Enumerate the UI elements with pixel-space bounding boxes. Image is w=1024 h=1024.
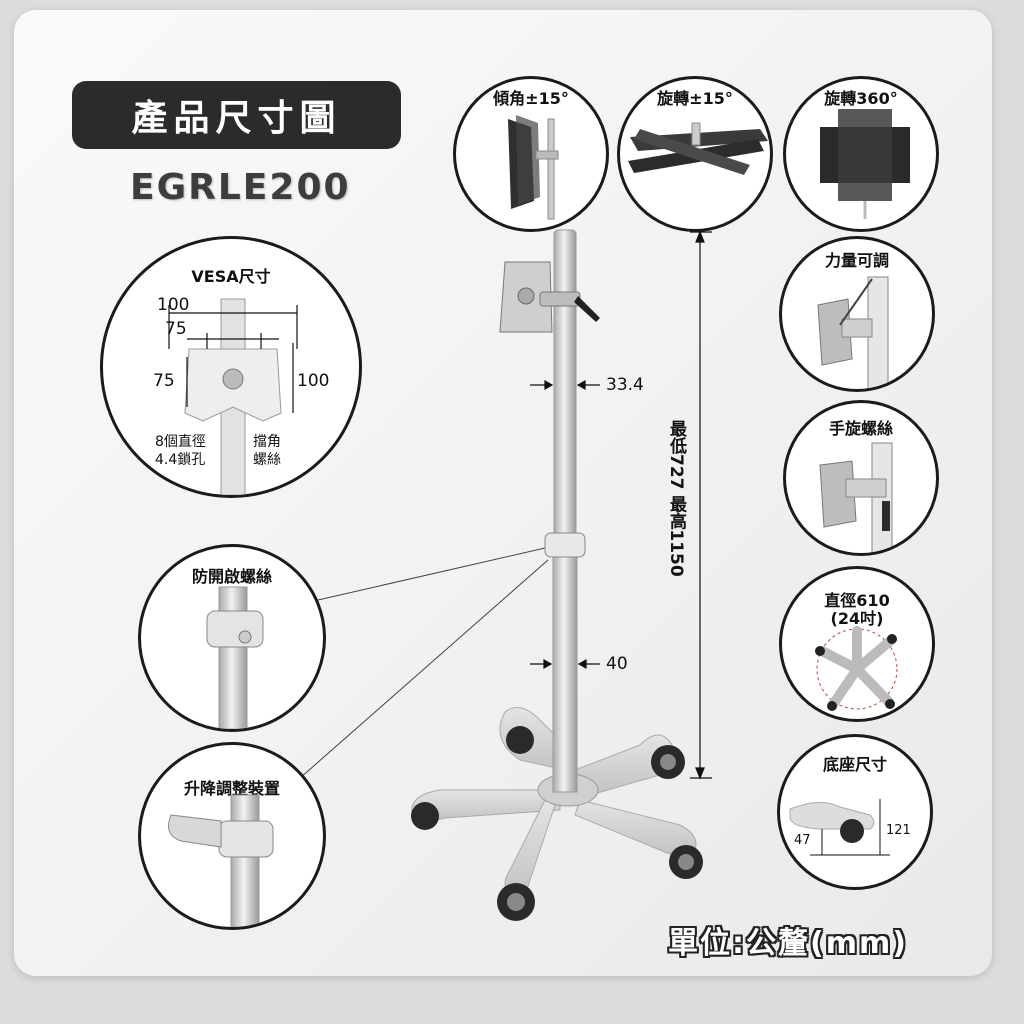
vesa-width-100: 100	[157, 295, 190, 315]
rotate-label: 旋轉360°	[824, 89, 898, 108]
top-pole-dimension: 33.4	[606, 375, 644, 395]
casters	[411, 726, 703, 921]
vesa-width-75: 75	[165, 319, 187, 339]
vesa-head	[499, 261, 600, 333]
base-height-47: 47	[794, 833, 811, 848]
anti-open-screw-label: 防開啟螺絲	[191, 567, 272, 586]
hand-screw-label: 手旋螺絲	[828, 419, 893, 438]
upper-pole	[553, 229, 577, 549]
tension-label: 力量可調	[824, 251, 889, 270]
height-dimension: 最低727 最高1150	[666, 420, 686, 577]
page-title: 產品尺寸圖	[72, 81, 401, 149]
base-size-circle: 底座尺寸 47 121	[777, 734, 933, 890]
anti-open-screw-circle: 防開啟螺絲	[138, 544, 326, 732]
hand-screw-circle: 手旋螺絲	[783, 400, 939, 556]
swivel-circle: 旋轉±15°	[617, 76, 773, 232]
model-number: EGRLE200	[130, 167, 351, 208]
vesa-stop-screw-label: 擋角	[253, 434, 281, 450]
diameter-label: 直徑610	[824, 591, 890, 610]
rotate-illustration	[820, 109, 910, 219]
callout-line-lift	[299, 559, 549, 779]
tilt-label: 傾角±15°	[493, 89, 569, 108]
tension-illustration	[817, 276, 889, 389]
base-height-121: 121	[886, 823, 911, 838]
lift-adjust-circle: 升降調整裝置	[138, 742, 326, 930]
unit-label: 單位:公釐(mm)	[668, 926, 908, 961]
bottom-pole-dimension: 40	[606, 654, 628, 674]
diameter-inch-label: (24吋)	[830, 609, 884, 628]
tilt-illustration	[508, 115, 559, 220]
hand-screw-illustration	[819, 442, 893, 553]
lift-adjust-illustration	[168, 794, 274, 927]
lower-pole	[552, 547, 578, 793]
swivel-label: 旋轉±15°	[657, 89, 733, 108]
vesa-height-75: 75	[153, 371, 175, 391]
tilt-circle: 傾角±15°	[453, 76, 609, 232]
vesa-illustration	[168, 298, 298, 495]
base-size-label: 底座尺寸	[822, 755, 887, 774]
vesa-height-100: 100	[297, 371, 330, 391]
rotate-circle: 旋轉360°	[783, 76, 939, 232]
swivel-illustration	[628, 122, 768, 175]
callout-line-anti-open	[317, 547, 546, 601]
vesa-title: VESA尺寸	[191, 267, 271, 286]
clamp-collar	[544, 532, 586, 558]
diameter-illustration	[815, 626, 898, 711]
title-text: 產品尺寸圖	[131, 98, 342, 139]
vesa-hole-label: 8個直徑	[155, 434, 206, 450]
vesa-hole-size-label: 4.4鎖孔	[155, 452, 206, 468]
base-size-illustration	[789, 799, 890, 856]
vesa-circle: VESA尺寸 100 75 75 100 8個直徑 4.4鎖孔 擋角 螺絲	[100, 236, 362, 498]
dimension-lines	[530, 230, 712, 780]
diameter-circle: 直徑610 (24吋)	[779, 566, 935, 722]
tension-circle: 力量可調	[779, 236, 935, 392]
vesa-stop-screw-label-2: 螺絲	[253, 452, 281, 468]
lift-adjust-label: 升降調整裝置	[183, 779, 280, 798]
anti-open-screw-illustration	[206, 586, 264, 729]
